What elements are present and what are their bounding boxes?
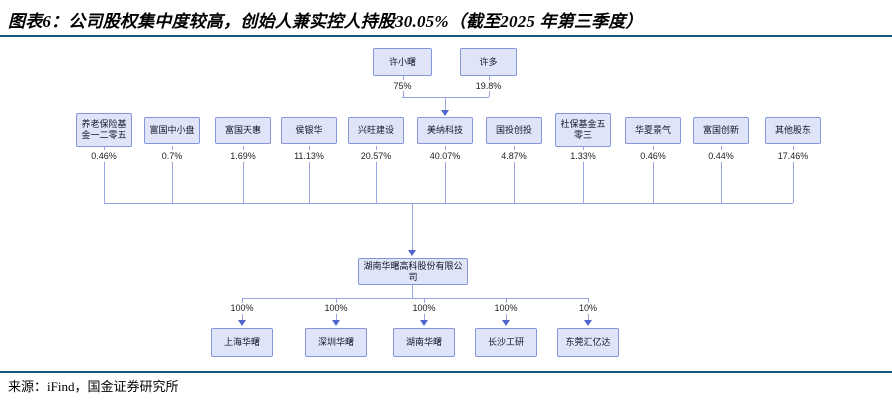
subsidiary-pct: 100% bbox=[324, 303, 348, 313]
founder-pct: 75% bbox=[393, 81, 412, 91]
arrow-down-icon bbox=[441, 110, 449, 116]
connector-line bbox=[412, 204, 413, 250]
arrow-down-icon bbox=[502, 320, 510, 326]
connector-line bbox=[172, 146, 173, 150]
connector-line bbox=[588, 299, 589, 303]
connector-line bbox=[412, 285, 413, 298]
connector-line bbox=[445, 162, 446, 203]
shareholder-pct: 0.7% bbox=[161, 151, 183, 161]
connector-line bbox=[376, 162, 377, 203]
shareholder-pct: 4.87% bbox=[501, 151, 527, 161]
connector-line bbox=[506, 299, 507, 303]
shareholder-pct: 0.44% bbox=[708, 151, 734, 161]
arrow-down-icon bbox=[408, 250, 416, 256]
connector-line bbox=[424, 299, 425, 303]
connector-line bbox=[104, 162, 105, 203]
subsidiary-pct: 100% bbox=[412, 303, 436, 313]
connector-line bbox=[583, 162, 584, 203]
connector-line bbox=[243, 146, 244, 150]
connector-line bbox=[588, 314, 589, 320]
connector-line bbox=[336, 314, 337, 320]
connector-line bbox=[793, 146, 794, 150]
shareholder-pct: 1.33% bbox=[570, 151, 596, 161]
shareholder-node: 其他股东 bbox=[765, 117, 821, 144]
connector-line bbox=[242, 299, 243, 303]
arrow-down-icon bbox=[420, 320, 428, 326]
connector-line bbox=[793, 162, 794, 203]
subsidiary-node: 长沙工研 bbox=[475, 328, 537, 357]
shareholder-pct: 0.46% bbox=[640, 151, 666, 161]
shareholder-pct: 11.13% bbox=[294, 151, 324, 161]
connector-line bbox=[488, 76, 490, 80]
subsidiary-node: 上海华曙 bbox=[211, 328, 273, 357]
shareholder-pct: 17.46% bbox=[777, 151, 809, 161]
shareholder-node: 国投创投 bbox=[486, 117, 542, 144]
founder-node: 许小曙 bbox=[373, 48, 432, 76]
arrow-down-icon bbox=[238, 320, 246, 326]
connector-line bbox=[242, 314, 243, 320]
connector-line bbox=[336, 299, 337, 303]
connector-line bbox=[243, 162, 244, 203]
connector-line bbox=[506, 314, 507, 320]
shareholder-node: 社保基金五零三 bbox=[555, 113, 611, 147]
connector-line bbox=[445, 146, 446, 150]
connector-bus bbox=[104, 203, 793, 204]
footer-divider bbox=[0, 371, 892, 373]
founder-node: 许多 bbox=[460, 48, 517, 76]
subsidiary-node: 湖南华曙 bbox=[393, 328, 455, 357]
connector-line bbox=[514, 146, 515, 150]
subsidiary-pct: 100% bbox=[230, 303, 254, 313]
connector-line bbox=[104, 146, 105, 150]
connector-line bbox=[445, 97, 446, 110]
connector-line bbox=[402, 76, 404, 80]
connector-line bbox=[402, 91, 404, 97]
shareholder-node: 富国创新 bbox=[693, 117, 749, 144]
shareholder-node: 富国天惠 bbox=[215, 117, 271, 144]
subsidiary-pct: 100% bbox=[494, 303, 518, 313]
arrow-down-icon bbox=[584, 320, 592, 326]
subsidiary-node: 深圳华曙 bbox=[305, 328, 367, 357]
connector-line bbox=[514, 162, 515, 203]
shareholder-pct: 20.57% bbox=[360, 151, 392, 161]
connector-bus bbox=[242, 298, 589, 299]
shareholder-node: 兴旺建设 bbox=[348, 117, 404, 144]
company-node: 湖南华曙高科股份有限公司 bbox=[358, 258, 468, 285]
shareholder-node: 养老保险基金一二零五 bbox=[76, 113, 132, 147]
shareholder-pct: 40.07% bbox=[429, 151, 461, 161]
connector-line bbox=[376, 146, 377, 150]
connector-line bbox=[488, 91, 490, 97]
shareholder-node: 富国中小盘 bbox=[144, 117, 200, 144]
shareholder-node: 美纳科技 bbox=[417, 117, 473, 144]
founder-pct: 19.8% bbox=[475, 81, 502, 91]
source-caption: 来源：iFind，国金证券研究所 bbox=[8, 379, 179, 394]
connector-line bbox=[309, 146, 310, 150]
connector-line bbox=[172, 162, 173, 203]
figure-title: 图表6：公司股权集中度较高，创始人兼实控人持股30.05%（截至2025 年第三… bbox=[8, 12, 643, 31]
connector-line bbox=[424, 314, 425, 320]
arrow-down-icon bbox=[332, 320, 340, 326]
shareholder-pct: 1.69% bbox=[230, 151, 256, 161]
title-divider bbox=[0, 35, 892, 37]
connector-line bbox=[721, 162, 722, 203]
connector-line bbox=[583, 146, 584, 150]
connector-line bbox=[653, 162, 654, 203]
connector-line bbox=[309, 162, 310, 203]
connector-line bbox=[653, 146, 654, 150]
subsidiary-pct: 10% bbox=[578, 303, 597, 313]
connector-line bbox=[721, 146, 722, 150]
subsidiary-node: 东莞汇亿达 bbox=[557, 328, 619, 357]
shareholder-node: 华夏景气 bbox=[625, 117, 681, 144]
shareholder-pct: 0.46% bbox=[91, 151, 117, 161]
shareholder-node: 侯银华 bbox=[281, 117, 337, 144]
